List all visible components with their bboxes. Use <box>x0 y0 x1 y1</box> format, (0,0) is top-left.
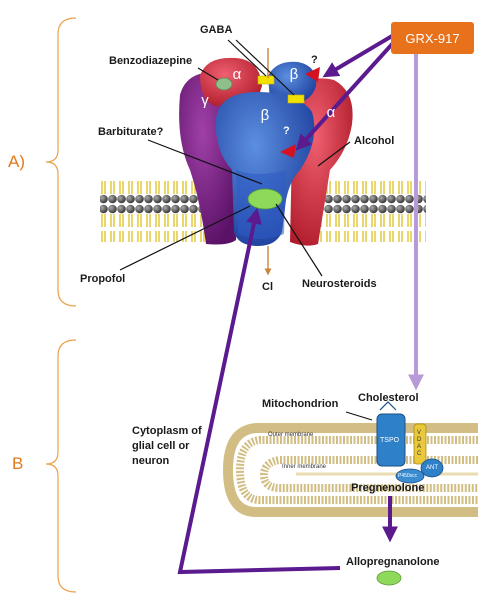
allopregnanolone-label: Allopregnanolone <box>346 556 440 568</box>
grx-arrow-mid <box>295 40 396 151</box>
neurosteroids-pointer <box>275 203 323 277</box>
tspo-protein <box>376 413 406 467</box>
vdac-protein <box>413 423 427 465</box>
benzodiazepine-site <box>215 77 233 91</box>
cl-label: Cl <box>262 281 273 293</box>
p450scc-protein <box>395 468 425 484</box>
alpha-right-label: α <box>326 104 336 121</box>
mitochondrion-label: Mitochondrion <box>262 398 339 410</box>
grx-site-mid <box>280 144 296 158</box>
grx-site-top <box>305 67 320 82</box>
question-mark-mid: ? <box>283 125 290 137</box>
neurosteroids-label: Neurosteroids <box>302 278 377 290</box>
beta-main-label: β <box>260 107 270 124</box>
cytoplasm-label: Cytoplasm of glial cell or neuron <box>132 425 202 467</box>
ant-protein <box>420 458 444 478</box>
tspo-label: TSPO <box>380 437 400 444</box>
gaba-label: GABA <box>200 24 233 36</box>
cholesterol-entry-arrow <box>379 401 397 411</box>
benzodiazepine-pointer <box>197 67 219 81</box>
p450scc-label: P450scc <box>398 473 418 479</box>
benzodiazepine-label: Benzodiazepine <box>109 55 193 67</box>
mitochondrion-inner-membrane <box>259 456 478 492</box>
inner-membrane-label: Inner membrane <box>282 464 327 470</box>
question-mark-top: ? <box>311 54 318 66</box>
allopregnanolone-molecule <box>376 570 402 586</box>
gaba-pointer-1 <box>227 39 267 77</box>
grx-917-box: GRX-917 <box>391 22 474 54</box>
propofol-label: Propofol <box>80 273 126 285</box>
ant-label: ANT <box>426 465 438 471</box>
alcohol-pointer <box>317 141 351 167</box>
allopregnanolone-return-arrow <box>177 207 341 575</box>
cholesterol-label: Cholesterol <box>358 392 419 404</box>
vdac-label: VDAC <box>417 430 422 457</box>
neurosteroid-site <box>247 188 283 210</box>
section-b-label: B <box>12 454 24 473</box>
gaba-site-2 <box>287 94 305 104</box>
barbiturate-pointer <box>147 139 263 185</box>
bracket-b <box>45 339 77 593</box>
gaba-pointer-2 <box>235 39 295 96</box>
pregnenolone-label: Pregnenolone <box>351 482 425 494</box>
grx-arrow-top <box>322 34 394 78</box>
barbiturate-label: Barbiturate? <box>98 126 164 138</box>
alcohol-label: Alcohol <box>354 135 395 147</box>
mitochondrion-pointer <box>345 411 373 421</box>
gamma-label: γ <box>201 92 209 109</box>
alpha-left-label: α <box>232 66 242 83</box>
beta-top-label: β <box>289 66 299 83</box>
propofol-pointer <box>119 205 251 271</box>
section-a-label: A) <box>8 152 25 171</box>
mitochondrion-outer-membrane-inner <box>235 436 478 504</box>
outer-membrane-label: Outer membrane <box>268 432 314 438</box>
gaba-site-1 <box>257 75 275 85</box>
bracket-a <box>45 17 77 307</box>
mitochondrion-outer-membrane <box>222 423 478 517</box>
beta-subunit-top <box>268 61 317 104</box>
